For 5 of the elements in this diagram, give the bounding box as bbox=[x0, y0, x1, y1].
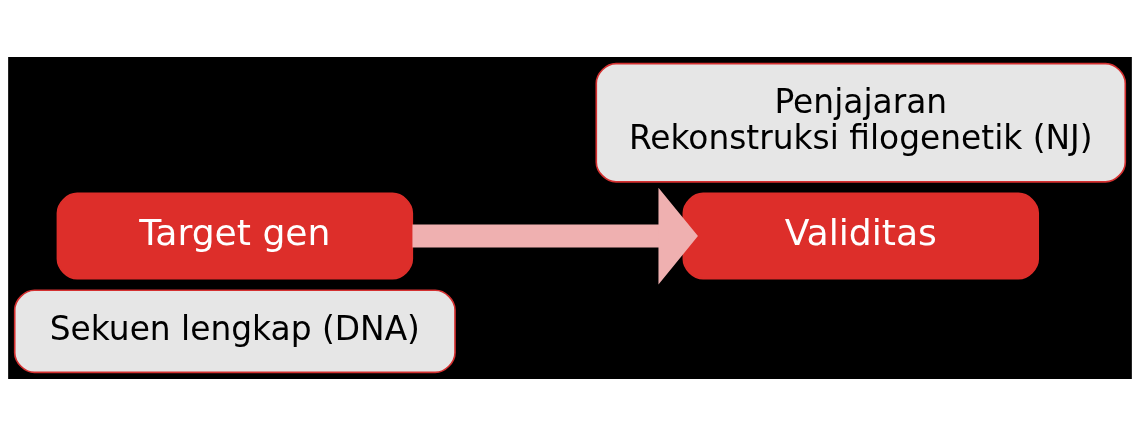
node-box: Validitas bbox=[682, 192, 1040, 280]
node-box: Penjajaran Rekonstruksi filogenetik (NJ) bbox=[595, 62, 1127, 183]
arrow bbox=[412, 187, 698, 285]
node-box: Sekuen lengkap (DNA) bbox=[13, 289, 456, 374]
node-box: Target gen bbox=[56, 192, 414, 280]
